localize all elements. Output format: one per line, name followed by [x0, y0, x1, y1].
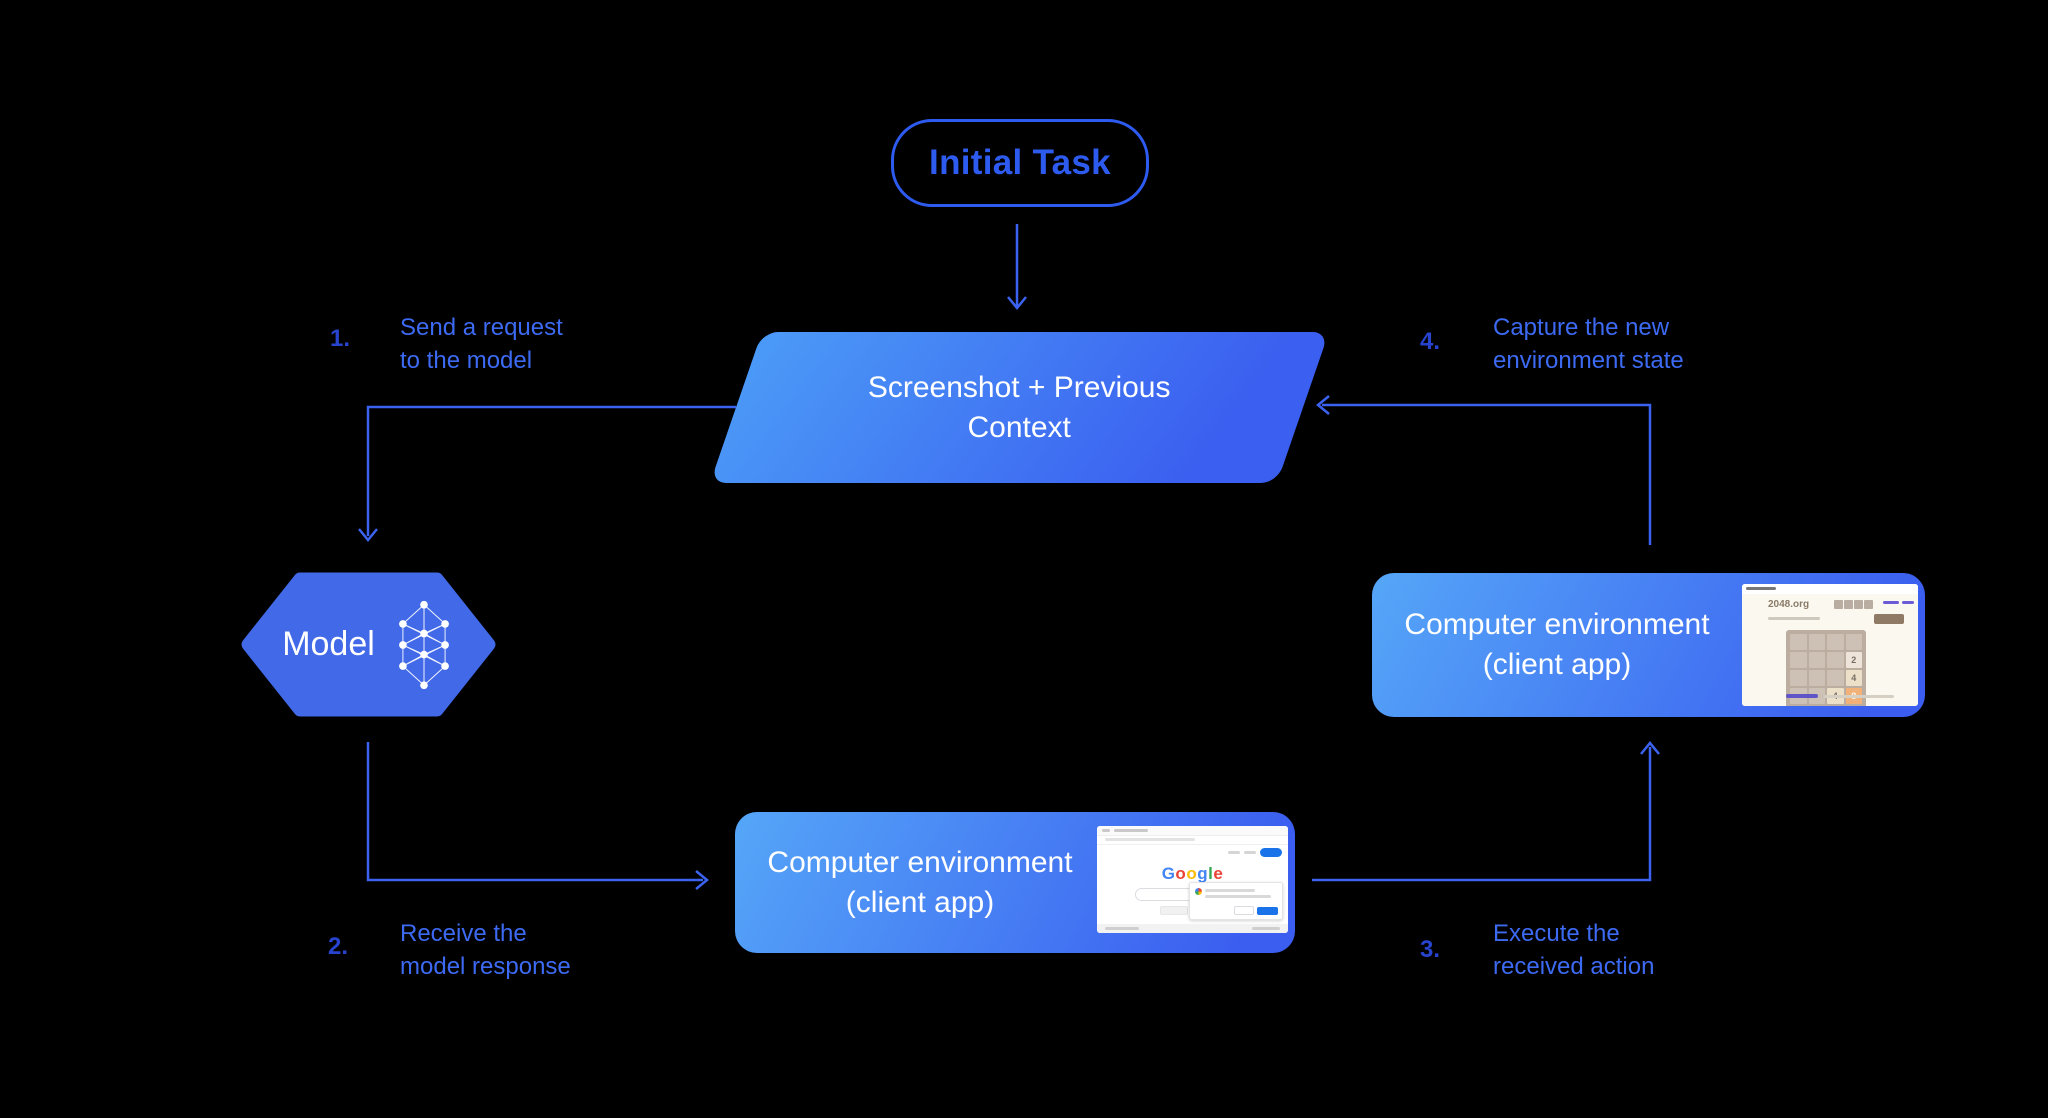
- context-node-label: Screenshot + Previous Context: [868, 370, 1171, 444]
- google-logo: Google: [1161, 864, 1224, 883]
- arrow-model-to-env-bottom: [366, 742, 709, 890]
- arrow-env-bottom-to-env-right: [1312, 741, 1660, 882]
- browser-url-bar: [1097, 836, 1288, 845]
- 2048-site-title: 2048.org: [1768, 599, 1810, 610]
- hexagon-shape: [241, 572, 496, 717]
- 2048-grid: 2 4 4 8: [1786, 630, 1866, 706]
- step-3-number: 3.: [1420, 936, 1441, 963]
- dialog-primary-button: [1257, 907, 1278, 915]
- google-g-icon: [1195, 888, 1202, 895]
- step-1-label: Send a request to the model: [400, 314, 563, 374]
- arrow-env-right-to-context: [1316, 395, 1652, 545]
- step-1-number: 1.: [330, 325, 351, 352]
- tile-2: 2: [1845, 652, 1862, 668]
- env-node-right: Computer environment (client app) 2048.o…: [1372, 573, 1925, 717]
- sign-in-button: [1260, 848, 1282, 857]
- env-bottom-label: Computer environment (client app): [767, 845, 1073, 919]
- google-signin-dialog: [1189, 882, 1283, 920]
- step-2-number: 2.: [328, 933, 349, 960]
- dialog-secondary-button: [1234, 906, 1254, 915]
- model-label: Model: [282, 625, 375, 663]
- tile-4a: 4: [1845, 670, 1862, 686]
- google-topbar: [1228, 848, 1282, 857]
- google-footer: [1097, 924, 1288, 933]
- env-screenshot-2048: 2048.org 2 4 4 8: [1742, 584, 1918, 706]
- browser-tab-strip: [1097, 826, 1288, 836]
- env-right-label: Computer environment (client app): [1404, 608, 1710, 681]
- score-boxes: [1834, 600, 1873, 609]
- step-4-label: Capture the new environment state: [1493, 314, 1684, 374]
- step-4-number: 4.: [1420, 328, 1441, 355]
- new-game-button: [1874, 614, 1904, 624]
- arrow-initial-to-context: [1007, 224, 1027, 310]
- initial-task-node: Initial Task: [891, 119, 1149, 207]
- neural-network-icon: [398, 600, 449, 689]
- 2048-footer-link: [1786, 694, 1818, 698]
- env-node-bottom: Computer environment (client app) Google: [735, 812, 1295, 953]
- step-3-label: Execute the received action: [1493, 920, 1655, 980]
- 2048-page: 2048.org 2 4 4 8: [1742, 594, 1918, 706]
- 2048-subtitle-text: [1768, 617, 1820, 620]
- arrow-context-to-model: [358, 405, 736, 542]
- step-2-label: Receive the model response: [400, 920, 571, 980]
- context-node: Screenshot + Previous Context: [710, 332, 1329, 483]
- env-screenshot-google: Google: [1097, 826, 1288, 933]
- 2048-footer: [1786, 694, 1906, 702]
- model-node: Model: [240, 572, 497, 717]
- 2048-header-links: [1883, 601, 1914, 604]
- initial-task-label: Initial Task: [929, 143, 1111, 182]
